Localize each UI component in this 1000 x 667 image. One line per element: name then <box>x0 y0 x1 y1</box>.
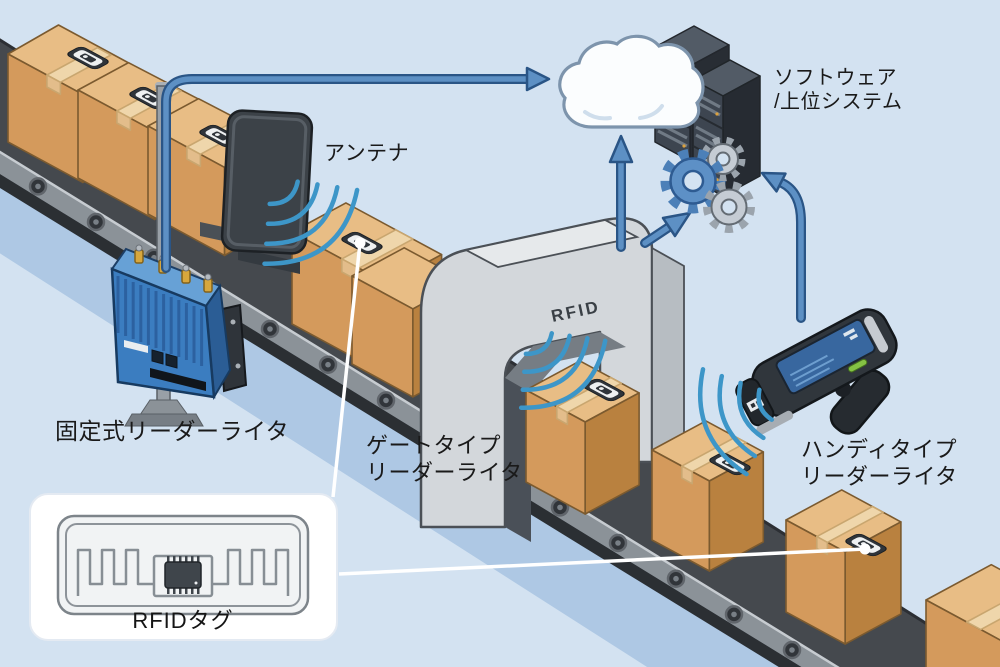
wifi-waves-handheld-icon <box>698 367 775 477</box>
antenna-label-text: アンテナ <box>324 142 410 165</box>
arrow-antenna-to-software <box>161 66 551 273</box>
software-label: ソフトウェア /上位システム <box>774 66 902 115</box>
arrow-gate-up <box>608 134 634 252</box>
carton-box-8 <box>785 489 902 645</box>
gears-icon <box>660 136 755 233</box>
software-label-line1: ソフトウェア <box>774 67 897 89</box>
antenna-label: アンテナ <box>324 141 409 167</box>
cloud-icon <box>558 34 705 129</box>
handheld-reader <box>735 308 898 435</box>
callout-lines <box>331 237 871 576</box>
callout-line-2 <box>338 547 866 576</box>
callout-line-1 <box>331 242 362 498</box>
fixed-reader-label: 固定式リーダーライタ <box>55 417 289 445</box>
gate-reader <box>419 217 685 542</box>
reader-led <box>847 358 868 373</box>
gate-reader-label-line2: リーダーライタ <box>366 459 523 485</box>
wifi-waves-gate-icon <box>518 331 608 410</box>
antenna-panel <box>200 109 314 274</box>
gear-icon <box>660 148 726 214</box>
rfid-label-icon <box>67 46 109 70</box>
tag-chip-icon <box>164 556 202 594</box>
fixed-reader-label-text: 固定式リーダーライタ <box>55 418 290 444</box>
handy-reader-label: ハンディタイプ リーダーライタ <box>801 437 958 491</box>
rfid-label-icon <box>583 378 625 402</box>
carton-box-9 <box>925 563 1000 667</box>
arrow-handheld-to-software <box>760 171 806 323</box>
carton-box-7 <box>651 420 765 572</box>
gate-reader-label-line1: ゲートタイプ <box>366 433 502 458</box>
arrow-gate-to-software <box>640 211 692 248</box>
rfid-tag-icon <box>56 514 310 616</box>
software-label-line2: /上位システム <box>774 91 903 114</box>
gate-reader-label: ゲートタイプ リーダーライタ <box>366 433 523 487</box>
rfid-tag-inset <box>29 493 338 641</box>
belt-wheels <box>28 177 802 660</box>
wifi-waves-antenna-icon <box>262 179 360 266</box>
handy-reader-label-line1: ハンディタイプ <box>801 437 957 462</box>
carton-box-6 <box>525 360 640 515</box>
rfid-tag-label: RFIDタグ <box>132 608 234 633</box>
handy-reader-label-line2: リーダーライタ <box>801 463 958 489</box>
gear-icon <box>703 181 755 233</box>
